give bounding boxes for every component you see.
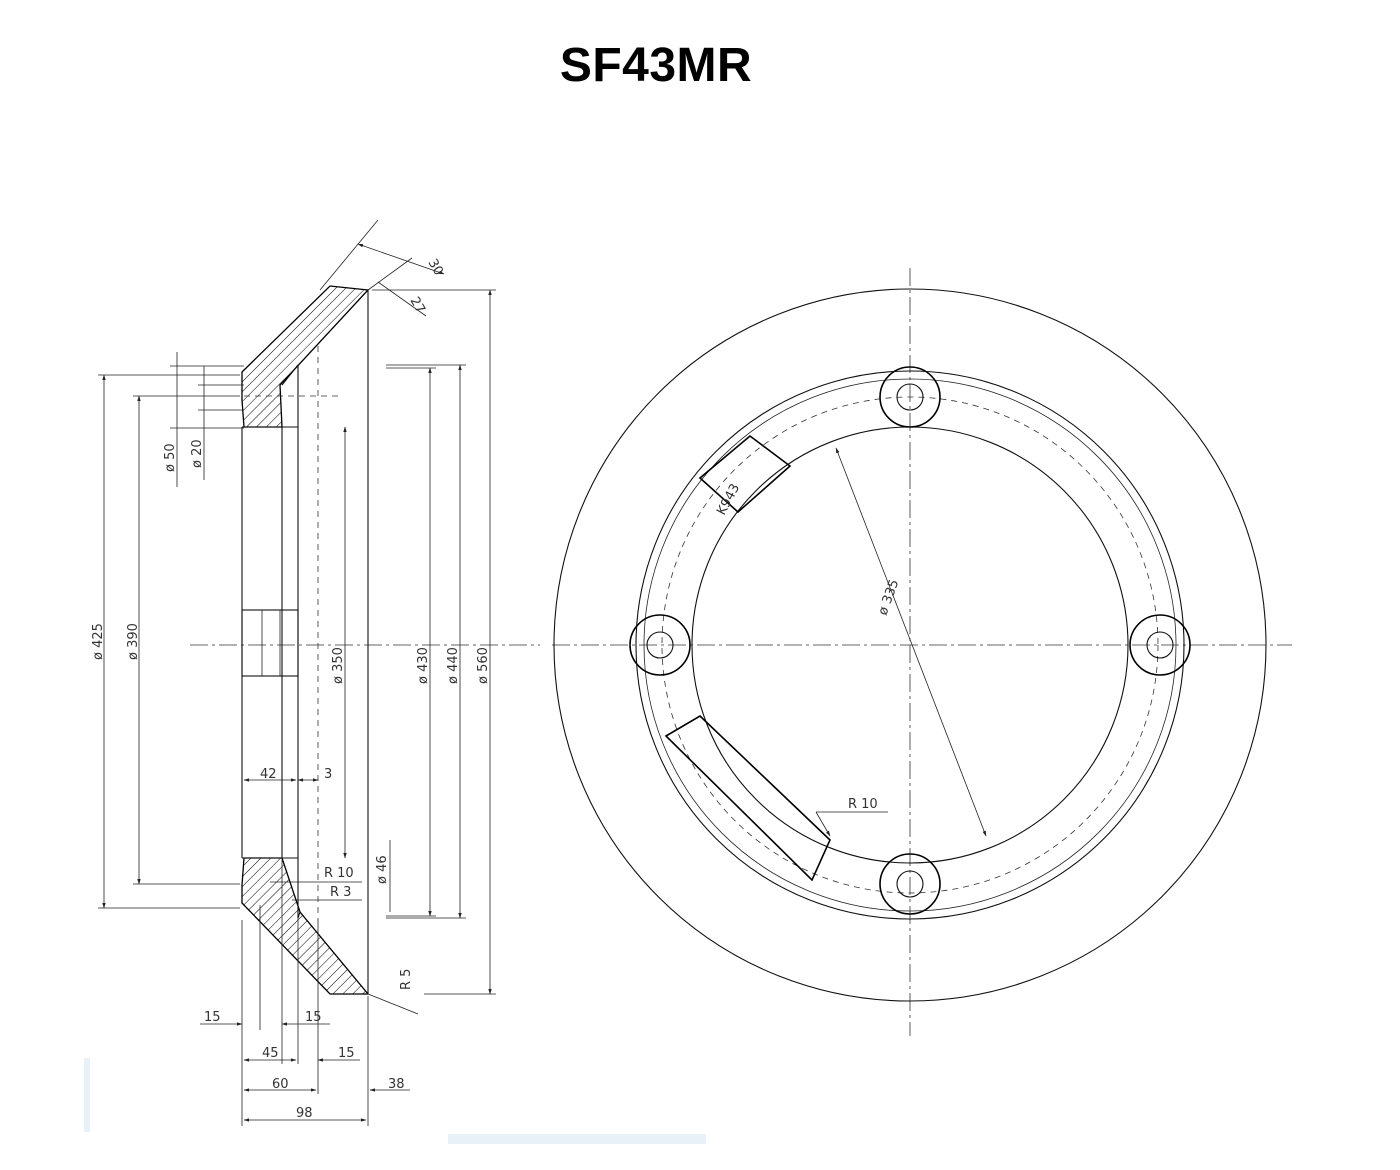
dim-text-b60: 60 [272, 1077, 289, 1092]
dim-text-d50: ø 50 [163, 443, 178, 472]
dim-text-d20: ø 20 [190, 439, 205, 468]
dim-text-d425: ø 425 [91, 623, 106, 660]
dim-text-t30: 30 [425, 257, 446, 279]
dim-text-r10-front: R 10 [848, 797, 878, 812]
dim-text-b15b: 15 [305, 1010, 322, 1025]
dim-text-d335: ø 335 [876, 578, 903, 618]
dim-text-d440: ø 440 [446, 647, 461, 684]
bolt-circle [661, 396, 1159, 894]
dim-text-b15c: 15 [338, 1046, 355, 1061]
dim-text-t27: 27 [407, 295, 428, 317]
rim-circle-inner [643, 378, 1177, 912]
dim-text-d350: ø 350 [331, 647, 346, 684]
leader-r5 [367, 993, 419, 1015]
dim-text-r3: R 3 [330, 885, 351, 900]
dim-text-r10: R 10 [324, 866, 354, 881]
rim-circle-outer [635, 370, 1185, 920]
dim-text-r5: R 5 [399, 969, 414, 990]
dim-text-w3: 3 [324, 767, 332, 782]
dim-text-b98: 98 [296, 1106, 313, 1121]
drawing-title: SF43MR [559, 39, 753, 92]
scan-artifact-bottom [448, 1134, 706, 1144]
scan-artifact-left [84, 1058, 90, 1132]
dim-line-t30 [357, 243, 445, 275]
bolt-lug-right [1129, 614, 1191, 676]
dim-text-d390: ø 390 [126, 623, 141, 660]
pocket-lower-left [664, 715, 831, 882]
outer-circle [553, 288, 1267, 1002]
front-view: ø 335 R 10 K943 [552, 268, 1292, 1036]
dim-text-d560: ø 560 [476, 647, 491, 684]
section-view: ø 425 ø 390 ø 50 ø 20 ø 350 ø 430 ø 440 … [91, 219, 540, 1126]
dim-text-b45: 45 [262, 1046, 279, 1061]
section-bottom-rim [241, 857, 370, 995]
dim-text-w42: 42 [260, 767, 277, 782]
hub-section [241, 609, 299, 677]
dim-text-d430: ø 430 [416, 647, 431, 684]
bolt-lug-left [629, 614, 691, 676]
dim-text-d46: ø 46 [375, 855, 390, 884]
dim-text-b15a: 15 [204, 1010, 221, 1025]
pocket-upper-left [698, 434, 792, 514]
dim-line-t27 [377, 281, 427, 317]
section-top-rim [241, 285, 370, 428]
bolt-lug-bottom [879, 853, 941, 915]
dim-text-b38: 38 [388, 1077, 405, 1092]
bolt-lug-top [879, 366, 941, 428]
dim-line-d335 [835, 447, 987, 837]
